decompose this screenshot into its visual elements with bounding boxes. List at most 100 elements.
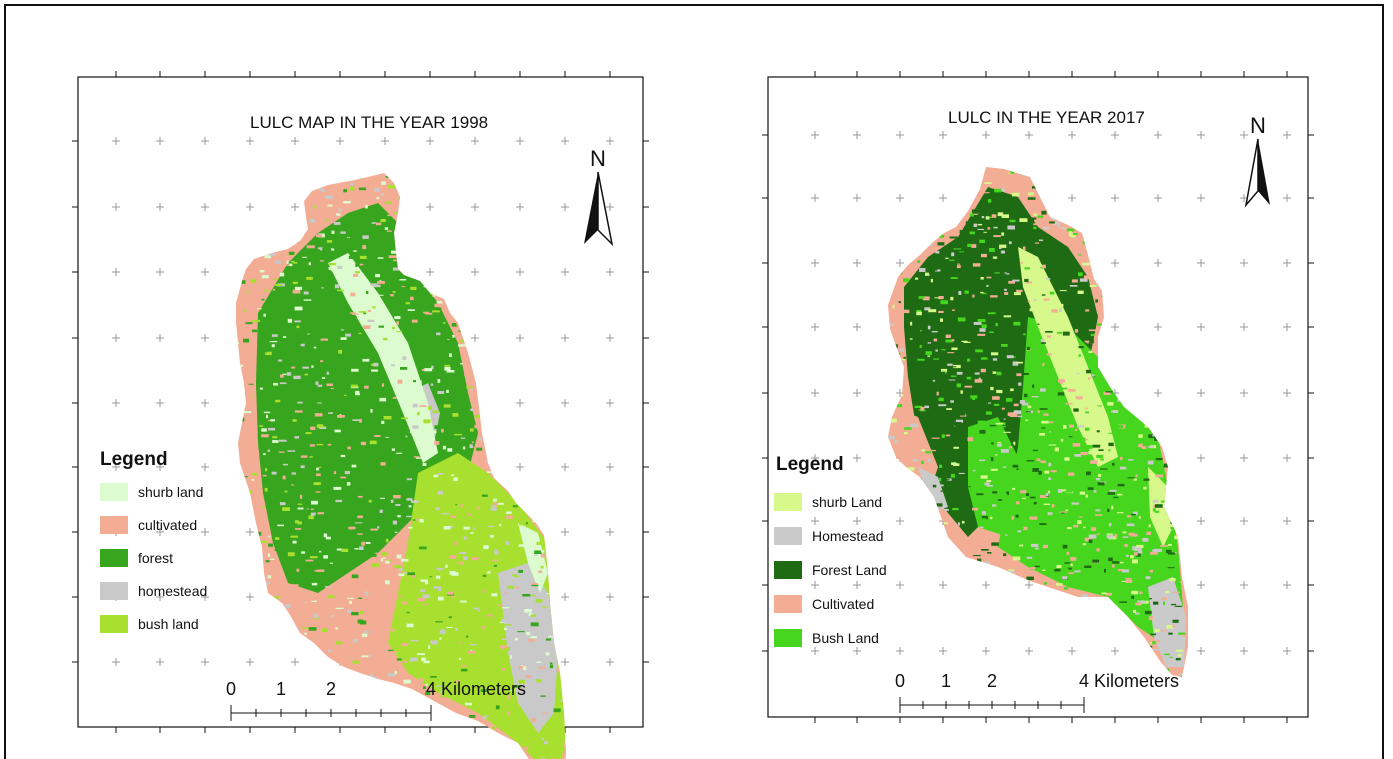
land-cover-pixel: [1056, 565, 1062, 568]
land-cover-pixel: [1113, 496, 1119, 499]
land-cover-pixel: [383, 416, 392, 420]
land-cover-pixel: [326, 240, 333, 243]
land-cover-pixel: [485, 526, 492, 530]
land-cover-pixel: [376, 336, 379, 338]
land-cover-pixel: [385, 176, 390, 178]
land-cover-pixel: [417, 653, 425, 656]
land-cover-pixel: [344, 394, 347, 396]
land-cover-pixel: [309, 444, 315, 447]
land-cover-pixel: [490, 507, 497, 511]
land-cover-pixel: [394, 316, 401, 320]
land-cover-pixel: [1046, 278, 1051, 280]
land-cover-pixel: [385, 580, 390, 585]
legend-label: Homestead: [812, 528, 884, 544]
land-cover-pixel: [1173, 552, 1177, 554]
land-cover-pixel: [459, 504, 464, 507]
land-cover-pixel: [1140, 443, 1143, 448]
land-cover-pixel: [381, 383, 385, 387]
land-cover-pixel: [1105, 592, 1112, 596]
land-cover-pixel: [506, 585, 515, 589]
land-cover-pixel: [312, 433, 315, 437]
land-cover-pixel: [1078, 254, 1082, 256]
land-cover-pixel: [1031, 217, 1037, 220]
land-cover-pixel: [507, 689, 515, 691]
land-cover-pixel: [332, 414, 340, 417]
land-cover-pixel: [1154, 548, 1162, 552]
land-cover-pixel: [1040, 342, 1046, 344]
land-cover-pixel: [362, 235, 369, 239]
land-cover-pixel: [1161, 597, 1167, 600]
land-cover-pixel: [278, 451, 285, 453]
land-cover-pixel: [535, 599, 543, 603]
graticule-cross: [156, 528, 164, 536]
legend-label: shurb Land: [812, 494, 882, 510]
land-cover-pixel: [938, 296, 944, 300]
land-cover-pixel: [1011, 515, 1014, 520]
land-cover-pixel: [266, 414, 268, 419]
land-cover-pixel: [251, 345, 257, 348]
land-cover-pixel: [446, 389, 449, 393]
land-cover-pixel: [979, 239, 985, 243]
land-cover-pixel: [416, 415, 421, 417]
land-cover-pixel: [1033, 213, 1038, 216]
land-cover-pixel: [497, 604, 504, 607]
land-cover-pixel: [460, 437, 466, 439]
land-cover-pixel: [1154, 510, 1160, 513]
land-cover-pixel: [1135, 474, 1138, 478]
land-cover-pixel: [1054, 568, 1061, 572]
land-cover-pixel: [1179, 673, 1186, 676]
land-cover-pixel: [308, 547, 312, 551]
scale-bar-label: 1: [276, 679, 286, 699]
graticule-cross: [291, 658, 299, 666]
land-cover-pixel: [1091, 374, 1095, 377]
land-cover-pixel: [1068, 231, 1072, 233]
land-cover-pixel: [524, 609, 532, 613]
land-cover-pixel: [1051, 309, 1058, 313]
land-cover-pixel: [401, 417, 409, 420]
land-cover-pixel: [447, 583, 451, 586]
land-cover-pixel: [1097, 474, 1102, 477]
land-cover-pixel: [473, 607, 480, 610]
land-cover-pixel: [1011, 444, 1014, 446]
land-cover-pixel: [1131, 595, 1135, 599]
land-cover-pixel: [1150, 551, 1158, 555]
land-cover-pixel: [1130, 533, 1138, 537]
graticule-cross: [246, 528, 254, 536]
land-cover-pixel: [271, 344, 275, 348]
land-cover-pixel: [432, 418, 436, 420]
land-cover-pixel: [1048, 372, 1056, 374]
land-cover-pixel: [411, 574, 416, 578]
land-cover-pixel: [487, 571, 491, 574]
land-cover-pixel: [414, 550, 423, 553]
land-cover-pixel: [1139, 601, 1147, 604]
land-cover-pixel: [925, 272, 929, 276]
land-cover-pixel: [306, 506, 315, 509]
land-cover-pixel: [522, 594, 531, 597]
land-cover-pixel: [365, 204, 368, 209]
graticule-cross: [606, 203, 614, 211]
land-cover-pixel: [987, 552, 992, 554]
land-cover-pixel: [544, 741, 549, 745]
graticule-cross: [1111, 131, 1119, 139]
land-cover-pixel: [482, 590, 486, 593]
land-cover-pixel: [1132, 559, 1138, 564]
land-cover-pixel: [1024, 393, 1028, 398]
land-cover-pixel: [418, 597, 426, 602]
land-cover-pixel: [1053, 221, 1060, 225]
land-cover-pixel: [358, 332, 362, 335]
land-cover-pixel: [318, 188, 323, 191]
land-cover-pixel: [376, 294, 384, 296]
land-cover-pixel: [1153, 499, 1159, 503]
land-cover-pixel: [261, 428, 267, 432]
land-cover-pixel: [1104, 568, 1106, 573]
land-cover-pixel: [329, 235, 334, 239]
graticule-cross: [982, 581, 990, 589]
land-cover-pixel: [346, 482, 351, 486]
land-cover-pixel: [917, 453, 922, 458]
land-cover-pixel: [323, 423, 331, 427]
land-cover-pixel: [541, 757, 545, 759]
land-cover-pixel: [1074, 570, 1081, 573]
land-cover-pixel: [394, 671, 397, 675]
land-cover-pixel: [310, 393, 317, 395]
land-cover-pixel: [1097, 405, 1103, 407]
